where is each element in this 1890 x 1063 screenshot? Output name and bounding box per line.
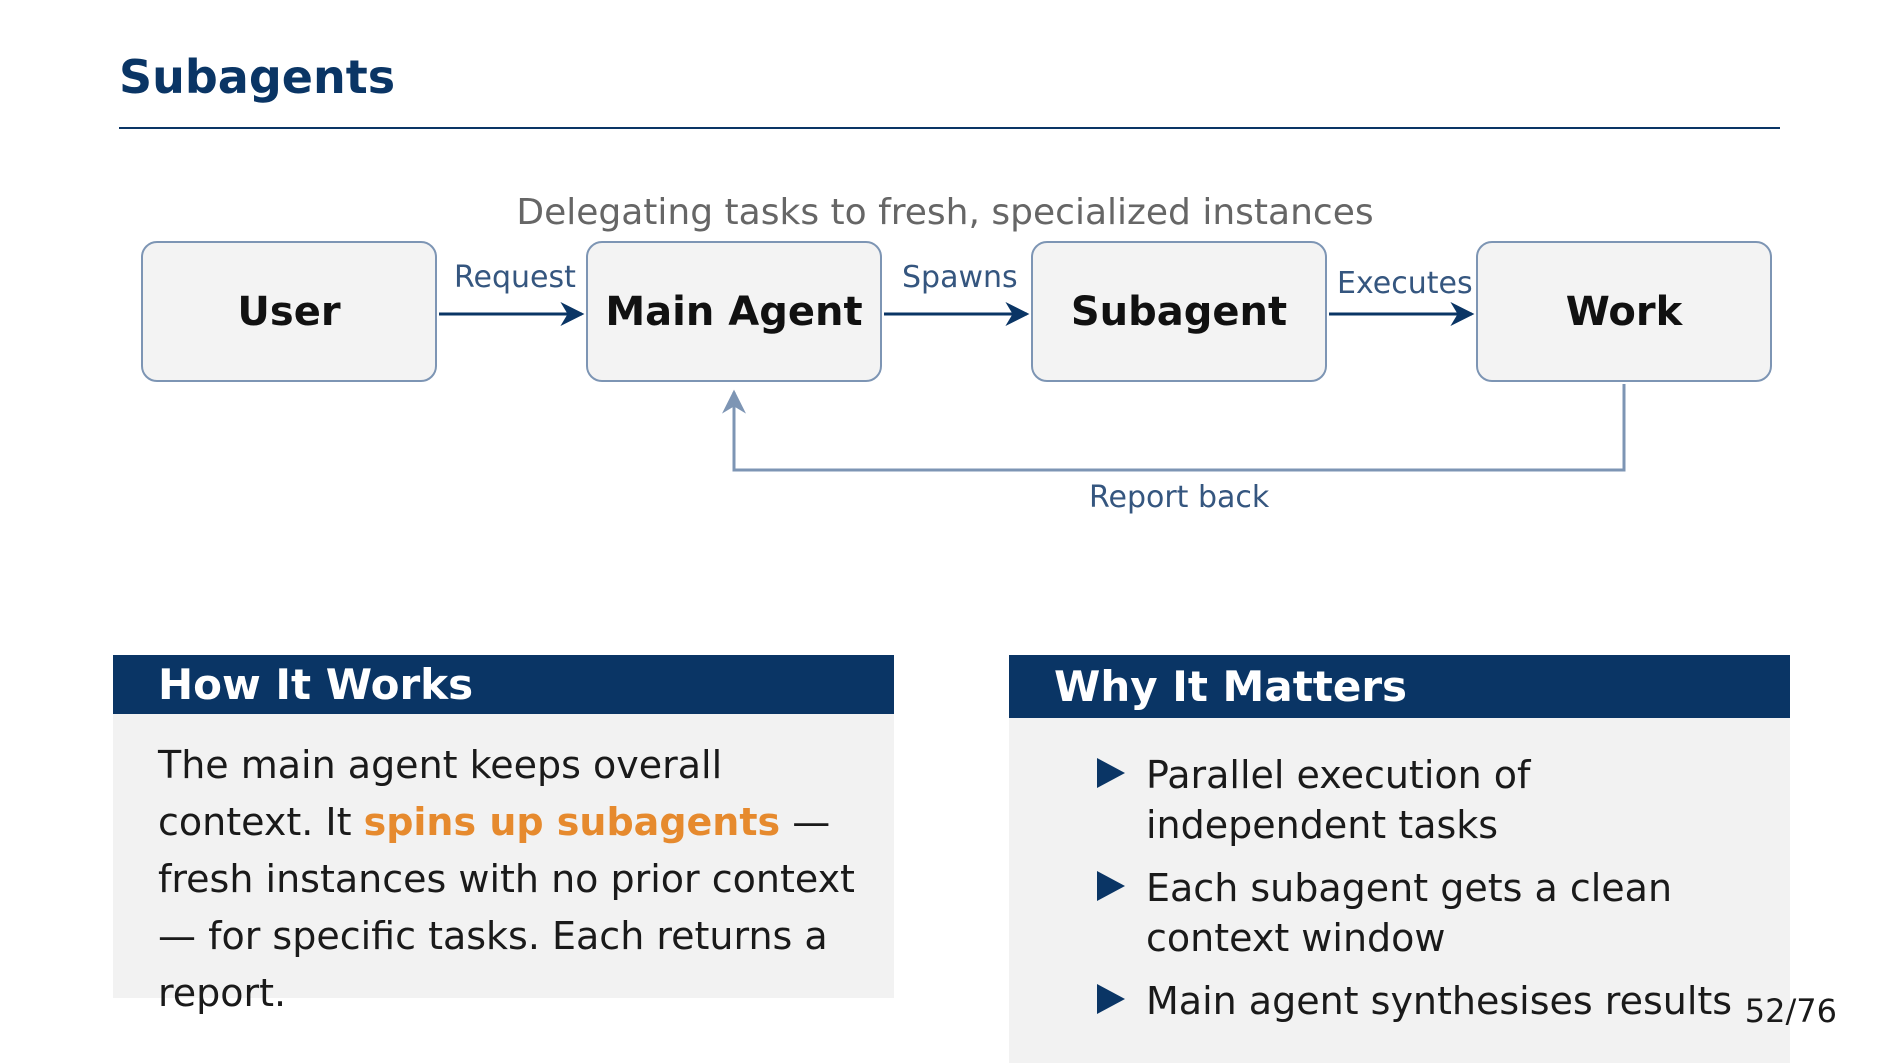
node-work: Work — [1476, 241, 1772, 382]
how-it-works-text-1: The main agent keeps overall context. It — [158, 743, 723, 844]
edge-label-request: Request — [454, 260, 576, 295]
page-number: 52/76 — [1744, 992, 1837, 1030]
why-it-matters-list: Parallel execution of independent tasks … — [1009, 718, 1790, 1026]
list-item: Parallel execution of independent tasks — [1009, 750, 1760, 850]
bullet-text: Main agent synthesises results — [1146, 979, 1733, 1023]
list-item: Each subagent gets a clean context windo… — [1009, 863, 1760, 963]
edge-label-executes: Executes — [1337, 266, 1473, 301]
list-item: Main agent synthesises results — [1009, 976, 1760, 1026]
node-main-agent: Main Agent — [586, 241, 882, 382]
bullet-triangle-icon — [1097, 758, 1125, 788]
how-it-works-header: How It Works — [113, 655, 894, 714]
how-it-works-text-2: — fresh instances with no prior context … — [158, 800, 855, 1015]
bullet-text: Each subagent gets a clean context windo… — [1146, 866, 1673, 960]
slide-title: Subagents — [119, 50, 396, 104]
bullet-triangle-icon — [1097, 871, 1125, 901]
how-it-works-block: How It Works The main agent keeps overal… — [113, 655, 894, 1015]
node-user: User — [141, 241, 437, 382]
how-it-works-highlight: spins up subagents — [363, 800, 781, 844]
node-subagent: Subagent — [1031, 241, 1327, 382]
title-rule — [119, 127, 1780, 129]
why-it-matters-block: Why It Matters Parallel execution of ind… — [1009, 655, 1790, 1063]
diagram-caption: Delegating tasks to fresh, specialized i… — [516, 192, 1374, 233]
why-it-matters-header: Why It Matters — [1009, 655, 1790, 718]
bullet-text: Parallel execution of independent tasks — [1146, 753, 1531, 847]
arrow-report-back — [722, 384, 1626, 472]
bullet-triangle-icon — [1097, 984, 1125, 1014]
how-it-works-text: The main agent keeps overall context. It… — [113, 714, 894, 1022]
edge-label-report-back: Report back — [1089, 480, 1270, 515]
edge-label-spawns: Spawns — [902, 260, 1018, 295]
